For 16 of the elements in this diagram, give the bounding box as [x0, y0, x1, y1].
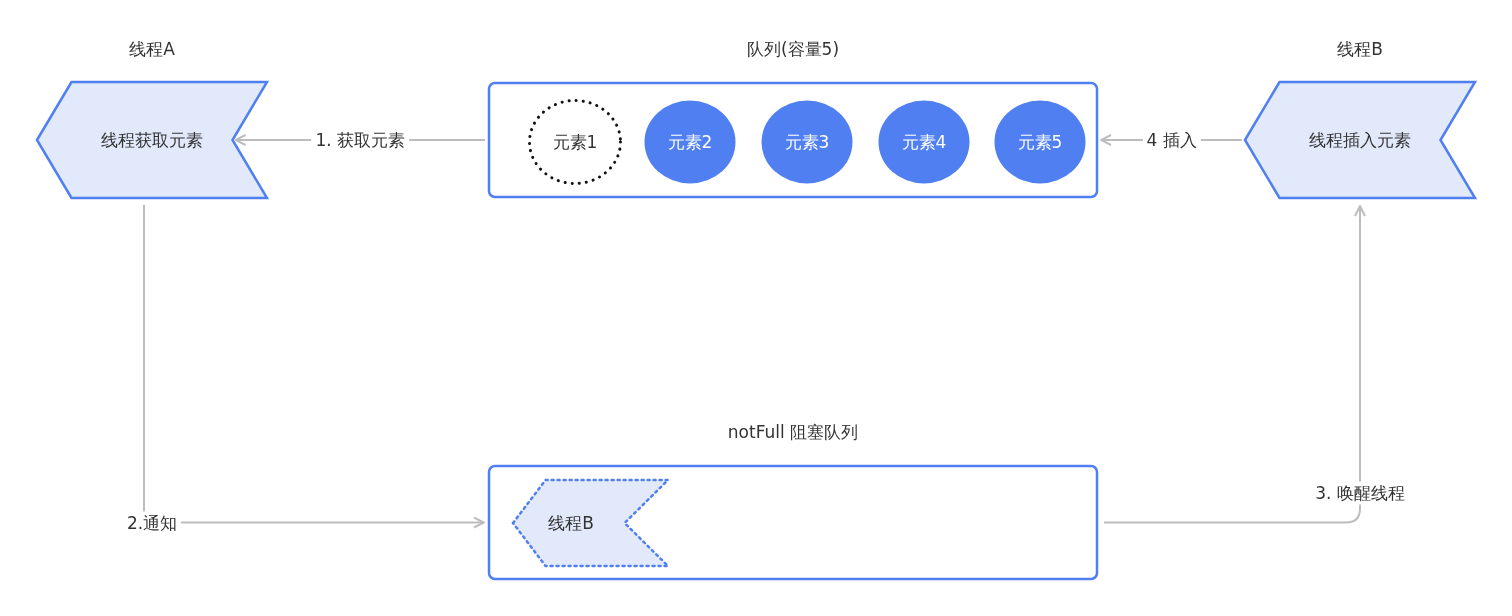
node-label: 元素5	[1017, 131, 1063, 152]
node-label: 元素1	[552, 131, 598, 152]
arrow	[1103, 205, 1366, 524]
node-heading: 队列(容量5)	[745, 38, 841, 61]
node-label: 线程插入元素	[1309, 129, 1411, 150]
arrow	[143, 204, 485, 529]
edge-label: 4 插入	[1142, 128, 1201, 152]
edge-label: 1. 获取元素	[311, 128, 410, 152]
node-heading: 线程A	[128, 38, 176, 61]
node-label: 线程B	[548, 512, 594, 533]
node-label: 元素4	[901, 131, 947, 152]
node-heading: 线程B	[1336, 38, 1384, 61]
node-heading: notFull 阻塞队列	[726, 421, 860, 444]
node-label: 元素3	[784, 131, 830, 152]
node-label: 元素2	[667, 131, 713, 152]
node-label: 线程获取元素	[101, 129, 203, 150]
